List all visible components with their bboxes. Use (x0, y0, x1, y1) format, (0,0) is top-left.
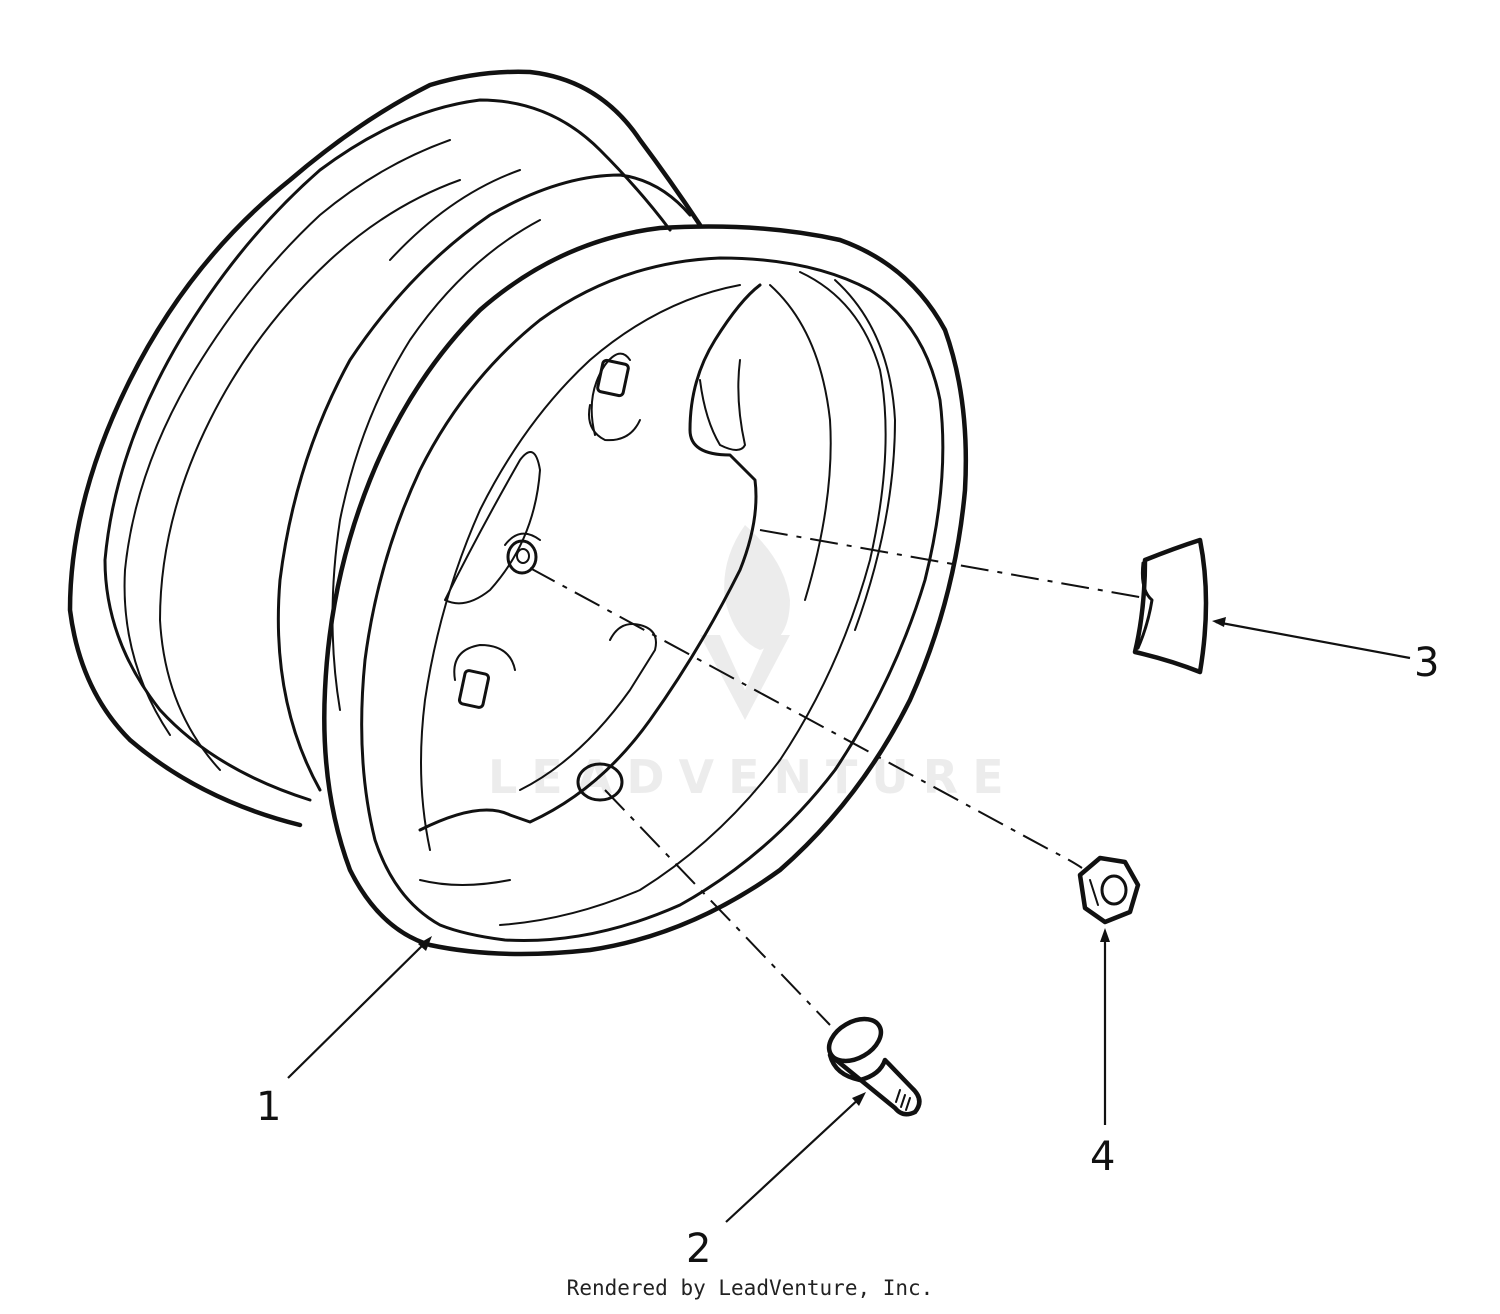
stud-hole-upper-seat (504, 532, 541, 546)
leader-arrow-1 (418, 936, 432, 951)
leader-arrow-2 (852, 1092, 866, 1106)
rim-inner-ring-4 (769, 284, 832, 601)
center-disc-slot (699, 359, 746, 451)
square-lug-hole-lower-boss (453, 644, 516, 681)
alignment-line-bolt (604, 789, 831, 1026)
rim-front-outer-edge (322, 224, 969, 957)
callout-2: 2 (686, 1226, 711, 1272)
rim-barrel-contour-2 (331, 219, 541, 711)
rim-back-contour-2 (123, 139, 451, 736)
wheel-bolt (826, 1016, 922, 1117)
leader-arrow-4 (1100, 928, 1110, 942)
render-credit: Rendered by LeadVenture, Inc. (566, 1276, 934, 1300)
alignment-line-weight (759, 529, 1146, 599)
center-disc-arc (590, 352, 631, 436)
center-disc-pocket-upper (444, 451, 541, 605)
wheel-weight (1132, 537, 1209, 675)
stud-hole-upper (506, 539, 538, 575)
center-disc (418, 283, 762, 832)
wheel-bolt-threads (895, 1089, 911, 1111)
bolt-hole-lower (576, 762, 624, 802)
watermark-logo (700, 525, 790, 720)
callout-1: 1 (256, 1084, 281, 1130)
leader-line-3 (1215, 620, 1411, 660)
rim-back-contour-1 (103, 98, 672, 802)
lug-nut (1077, 855, 1141, 925)
rim-inner-ring-3 (834, 279, 896, 631)
alignment-lines (529, 529, 1146, 1026)
leader-line-1 (287, 939, 429, 1079)
leader-arrow-3 (1212, 617, 1226, 627)
wheel-bolt-shank (827, 1052, 922, 1117)
lug-nut-thread-hole (1100, 874, 1128, 906)
callout-4: 4 (1090, 1134, 1115, 1180)
wheel-weight-outline (1132, 537, 1209, 675)
callout-3: 3 (1414, 640, 1439, 686)
rim-inner-ring (420, 284, 741, 851)
center-disc-pocket-lower (519, 623, 657, 791)
square-lug-hole-upper-boss (588, 404, 641, 442)
alignment-line-nut (529, 567, 1083, 869)
lug-nut-hex (1077, 855, 1141, 925)
wheel-rim (67, 69, 969, 957)
rim-back-outline (67, 69, 703, 828)
stud-hole-upper-inner (516, 548, 530, 564)
rim-barrel-contour-3 (389, 169, 521, 261)
leader-line-2 (725, 1095, 863, 1223)
wheel-weight-face (1136, 561, 1154, 650)
square-lug-hole-upper (596, 358, 630, 398)
rim-back-contour-3 (159, 179, 461, 771)
leader-lines (287, 617, 1411, 1223)
rim-front-inner-edge (360, 256, 945, 943)
lug-nut-facet (1089, 879, 1099, 906)
square-lug-hole-lower (457, 669, 491, 709)
rim-barrel-contour-1 (276, 173, 692, 792)
rim-inner-ring-5 (419, 879, 511, 886)
rim-inner-ring-2 (499, 271, 887, 926)
